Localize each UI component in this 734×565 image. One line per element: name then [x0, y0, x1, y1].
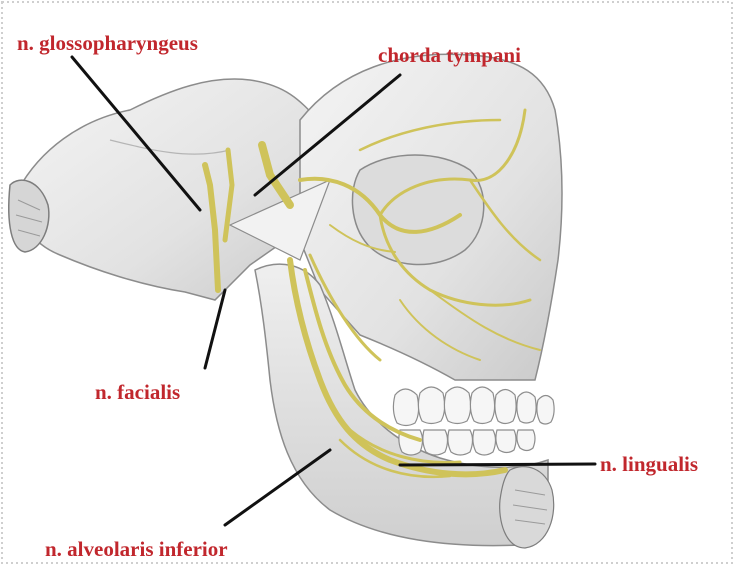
- leader-lingualis: [400, 464, 595, 465]
- upper-teeth: [393, 387, 554, 426]
- leader-facialis: [205, 290, 225, 368]
- label-n-alveolaris-inferior: n. alveolaris inferior: [45, 537, 228, 561]
- label-n-lingualis: n. lingualis: [600, 452, 698, 476]
- label-n-glossopharyngeus: n. glossopharyngeus: [17, 31, 198, 55]
- label-n-facialis: n. facialis: [95, 380, 180, 404]
- lower-teeth: [399, 430, 535, 455]
- label-chorda-tympani: chorda tympani: [378, 43, 521, 67]
